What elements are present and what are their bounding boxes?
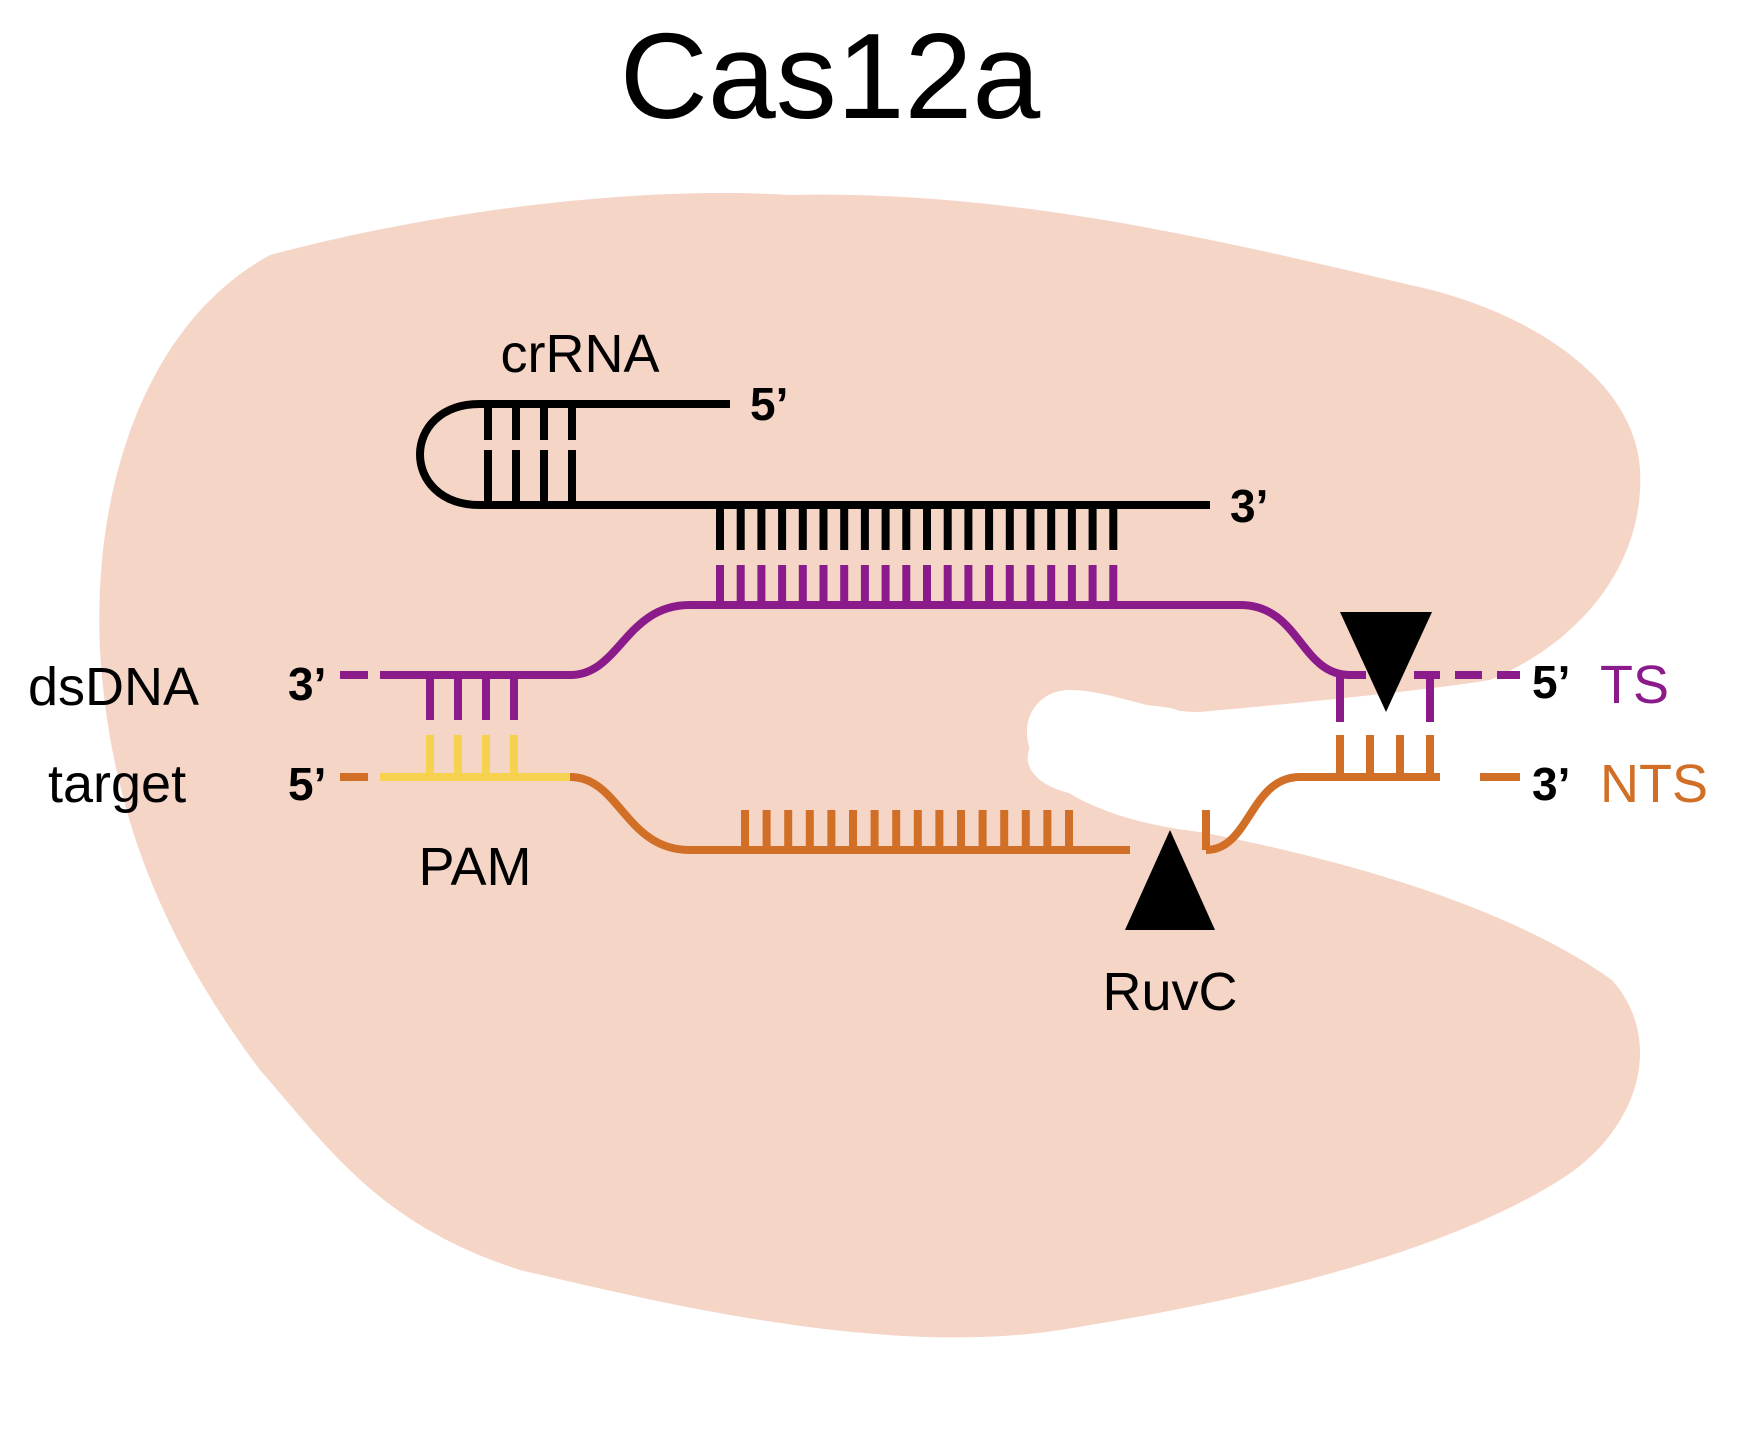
pam-label: PAM xyxy=(418,837,531,897)
pam-teeth xyxy=(426,735,518,777)
nts-right-end-label: 3’ xyxy=(1532,758,1570,810)
ts-left-end-label: 3’ xyxy=(288,658,326,710)
crrna-label: crRNA xyxy=(501,324,660,384)
crrna-5-prime-end: 5’ xyxy=(750,378,788,430)
nts-left-end-label: 5’ xyxy=(288,758,326,810)
ts-tag: TS xyxy=(1600,655,1669,715)
ts-guide-teeth xyxy=(716,565,1118,605)
pam-segment xyxy=(380,735,570,781)
triangle-up-icon xyxy=(1125,830,1215,930)
crrna-strand xyxy=(416,400,1210,550)
ts-right-end-label: 5’ xyxy=(1532,656,1570,708)
crrna-backbone xyxy=(416,400,1210,509)
protein-cleft xyxy=(1027,704,1209,799)
cas12a-protein-shape xyxy=(99,193,1641,1338)
nts-displaced-teeth xyxy=(741,810,1210,850)
diagram-title: Cas12a xyxy=(620,8,1041,144)
ruvc-label: RuvC xyxy=(1102,962,1237,1022)
nts-right-backbone xyxy=(1205,773,1440,854)
crrna-3-prime-end: 3’ xyxy=(1230,480,1268,532)
nts-end-teeth xyxy=(1336,735,1434,777)
crrna-hairpin-pairs xyxy=(484,404,576,505)
dsdna-label: dsDNA xyxy=(28,657,199,717)
nts-backbone xyxy=(569,773,1130,854)
target-label: target xyxy=(48,754,186,814)
target-strand xyxy=(340,565,1520,722)
crrna-guide-teeth xyxy=(716,505,1118,550)
nts-tag: NTS xyxy=(1600,754,1708,814)
ts-pam-teeth xyxy=(426,675,518,720)
ts-end-teeth xyxy=(1336,675,1434,722)
non-target-strand xyxy=(340,735,1520,854)
triangle-down-icon xyxy=(1340,612,1432,712)
